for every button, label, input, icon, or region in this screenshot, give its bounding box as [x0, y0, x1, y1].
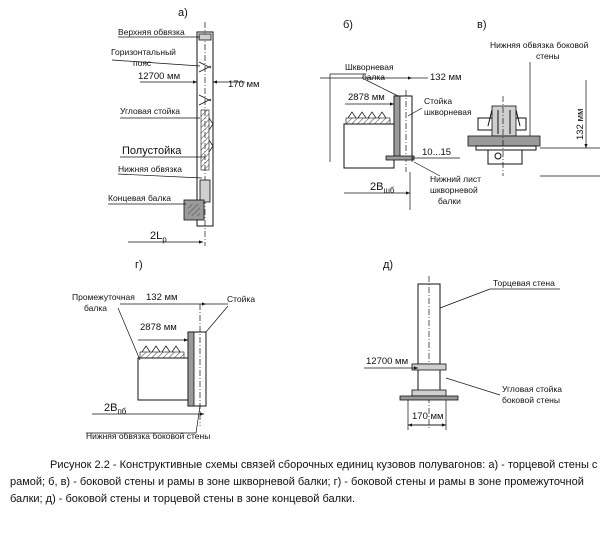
panel-a-label: а) — [178, 7, 188, 19]
label-bottom-sheet-1: Нижний лист — [430, 174, 481, 184]
panel-b: б) Шкворневая балка 132 мм 2878 мм Стойк… — [320, 19, 481, 210]
dim-v-132: 132 мм — [575, 108, 586, 140]
label-corner-post-d-2: боковой стены — [502, 395, 560, 405]
label-side-chord-1: Нижняя обвязка боковой — [490, 40, 589, 50]
label-half-post: Полустойка — [122, 145, 182, 157]
label-bottom-chord: Нижняя обвязка — [118, 164, 182, 174]
panel-a-leaders — [108, 36, 205, 205]
dim-a-170: 170 мм — [228, 79, 260, 90]
label-intermediate-beam-2: балка — [84, 303, 107, 313]
label-bottom-sheet-2: шкворневой — [430, 185, 478, 195]
dim-b-2b: 2Bшб — [370, 181, 395, 195]
dim-b-132: 132 мм — [430, 72, 462, 83]
panel-g: г) Промежуточная балка 132 мм Стойка 287… — [72, 259, 255, 441]
label-side-chord-2: стены — [536, 51, 560, 61]
label-corner-post: Угловая стойка — [120, 106, 180, 116]
label-corner-post-d-1: Угловая стойка — [502, 384, 562, 394]
panel-d: д) Торцевая стена 12700 мм Угловая стойк… — [364, 259, 562, 430]
label-end-beam: Концевая балка — [108, 193, 171, 203]
panel-b-label: б) — [343, 19, 353, 31]
label-post: Стойка — [227, 294, 255, 304]
panel-v-label: в) — [477, 19, 487, 31]
dim-g-2b: 2Bпб — [104, 402, 127, 416]
label-intermediate-beam-1: Промежуточная — [72, 292, 135, 302]
end-wall-section — [399, 276, 459, 428]
dim-d-12700: 12700 мм — [366, 356, 408, 367]
label-bolster-2: балка — [362, 72, 385, 82]
label-kingpin-post-2: шкворневая — [424, 107, 472, 117]
dim-g-132: 132 мм — [146, 292, 178, 303]
label-side-chord-g: Нижняя обвязка боковой стены — [86, 431, 210, 441]
panel-v: в) Нижняя обвязка боковой стены 132 мм — [467, 19, 600, 177]
label-top-chord: Верхняя обвязка — [118, 27, 185, 37]
label-kingpin-post-1: Стойка — [424, 96, 452, 106]
panel-g-label: г) — [135, 259, 143, 271]
dim-a-2l: 2Lр — [150, 230, 167, 244]
label-horizontal-belt-1: Горизонтальный — [111, 47, 176, 57]
side-chord-section — [467, 96, 541, 176]
panel-a: а) Верхняя обвязка Горизонтальный пояс — [108, 7, 260, 246]
bolster-assembly — [343, 90, 415, 172]
dim-b-10-15: 10...15 — [422, 147, 451, 158]
intermediate-beam-assembly — [137, 304, 207, 426]
dim-g-2878: 2878 мм — [140, 322, 177, 333]
panel-d-label: д) — [383, 259, 393, 271]
dim-b-2878: 2878 мм — [348, 92, 385, 103]
label-bolster-1: Шкворневая — [345, 62, 394, 72]
dim-d-170: 170 мм — [412, 411, 444, 422]
label-end-wall: Торцевая стена — [493, 278, 555, 288]
dim-a-12700: 12700 мм — [138, 71, 180, 82]
label-horizontal-belt-2: пояс — [133, 58, 152, 68]
label-bottom-sheet-3: балки — [438, 196, 461, 206]
figure-caption: Рисунок 2.2 - Конструктивные схемы связе… — [10, 459, 598, 505]
end-wall-column — [183, 22, 214, 246]
